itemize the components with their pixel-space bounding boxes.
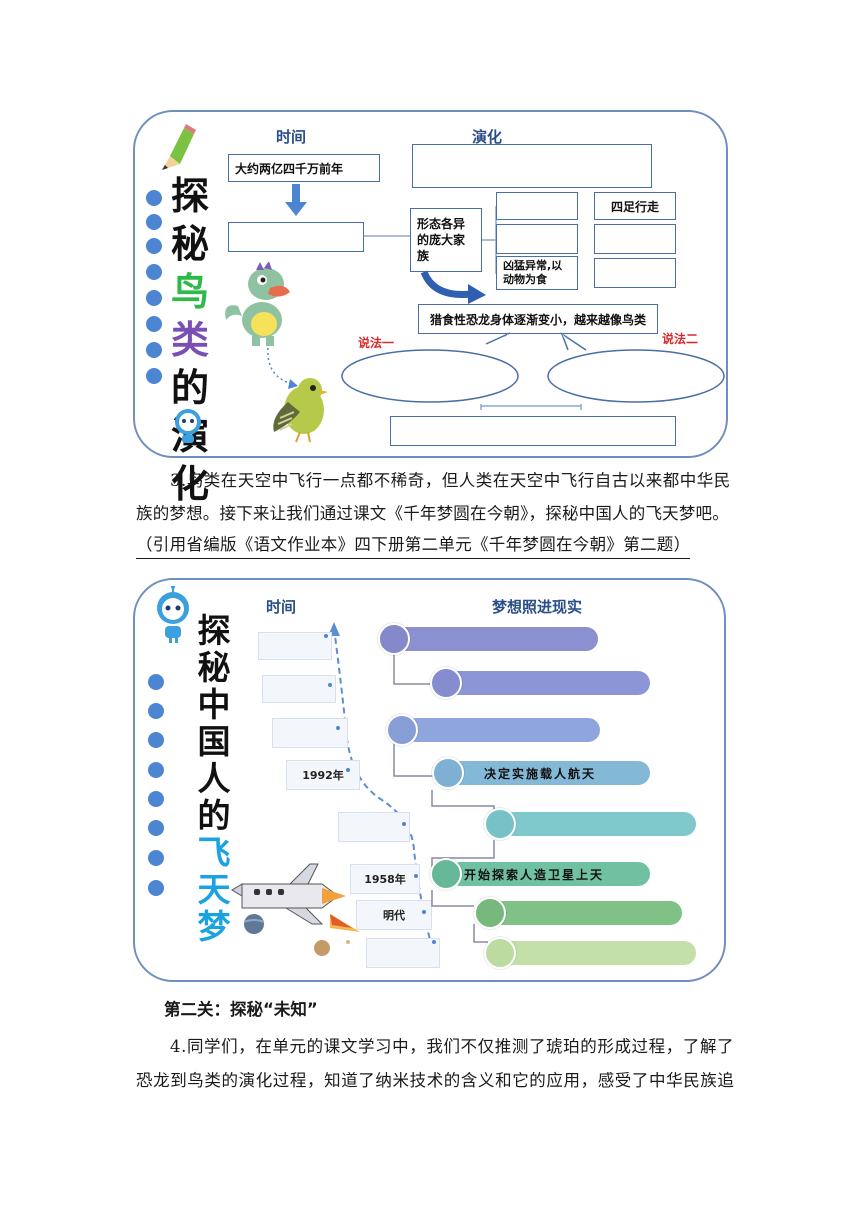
paragraph-3-citation: （引用省编版《语文作业本》四下册第二单元《千年梦圆在今朝》第二题） — [136, 532, 691, 559]
dream-answer-pill[interactable] — [394, 627, 598, 651]
feature-answer-box-3[interactable] — [594, 224, 676, 254]
pill-circle — [378, 623, 410, 655]
bullet-dot — [148, 703, 164, 719]
bullet-dot — [148, 791, 164, 807]
robot-mascot-icon — [157, 586, 189, 643]
paragraph-3-line-2: 族的梦想。接下来让我们通过课文《千年梦圆在今朝》，探秘中国人的飞天梦吧。 — [136, 504, 729, 523]
dinosaur-icon — [225, 262, 290, 346]
pill-circle — [386, 714, 418, 746]
bullet-dot — [146, 290, 162, 306]
bullet-dot — [148, 732, 164, 748]
section-title: 第二关：探秘“未知” — [164, 1000, 318, 1019]
conclusion-answer-box[interactable] — [390, 416, 676, 446]
header-dream-reality: 梦想照进现实 — [492, 598, 583, 616]
pill-circle — [474, 897, 506, 929]
feature-answer-box-2[interactable] — [496, 224, 578, 254]
connector-line — [364, 235, 412, 237]
time-1958-box: 1958年 — [350, 864, 420, 894]
time-answer-box[interactable] — [262, 675, 336, 703]
pill-circle — [430, 858, 462, 890]
time-ming-box: 明代 — [356, 900, 432, 930]
dream-answer-pill[interactable] — [404, 718, 600, 742]
time-1992-box: 1992年 — [286, 760, 360, 790]
family-box: 形态各异的庞大家族 — [410, 208, 482, 272]
bullet-dot — [148, 674, 164, 690]
bullet-dot — [146, 238, 162, 254]
pencil-icon — [162, 124, 196, 170]
fierce-box: 凶猛异常,以动物为食 — [496, 256, 578, 290]
bullet-dot — [148, 820, 164, 836]
arrow-down-icon — [285, 184, 307, 216]
time-answer-box[interactable] — [338, 812, 410, 842]
panel-title-vertical: 探 秘 鸟 类 的 演 化 — [170, 174, 209, 506]
bullet-dot — [148, 850, 164, 866]
bullet-dot — [146, 368, 162, 384]
dream-answer-pill[interactable] — [502, 812, 696, 836]
pill-circle — [430, 667, 462, 699]
pill-circle — [432, 757, 464, 789]
four-feet-box: 四足行走 — [594, 192, 676, 220]
bullet-dot — [146, 264, 162, 280]
pill-circle — [484, 937, 516, 969]
header-evolution: 演化 — [472, 128, 503, 146]
summary-box: 猎食性恐龙身体逐渐变小，越来越像鸟类 — [418, 304, 658, 334]
bullet-dot — [148, 762, 164, 778]
time-box-240m: 大约两亿四千万前年 — [228, 154, 380, 182]
header-time: 时间 — [266, 598, 297, 616]
speech-bubbles — [341, 332, 725, 410]
pill-circle — [484, 808, 516, 840]
evolution-answer-box[interactable] — [412, 144, 652, 188]
dotted-arrow — [267, 347, 298, 389]
bullet-dot — [146, 190, 162, 206]
dream-answer-pill[interactable] — [446, 671, 650, 695]
feature-answer-box-1[interactable] — [496, 192, 578, 220]
curved-arrow-icon — [420, 270, 486, 304]
dream-answer-pill[interactable] — [500, 941, 696, 965]
feature-answer-box-4[interactable] — [594, 258, 676, 288]
paragraph-4-line-1: 4.同学们，在单元的课文学习中，我们不仅推测了琥珀的形成过程，了解了 — [170, 1037, 735, 1056]
panel-title-vertical: 探 秘 中 国 人 的 飞 天 梦 — [197, 611, 231, 946]
space-shuttle-icon — [231, 863, 360, 956]
paragraph-4-line-2: 恐龙到鸟类的演化过程，知道了纳米技术的含义和它的应用，感受了中华民族追 — [136, 1071, 735, 1090]
dream-satellite-pill: 开始探索人造卫星上天 — [448, 862, 650, 886]
bullet-dot — [146, 342, 162, 358]
bullet-dot — [148, 880, 164, 896]
time-answer-box[interactable] — [272, 718, 348, 748]
bullet-dot — [146, 214, 162, 230]
paragraph-3-line-1: 3.鸟类在天空中飞行一点都不稀奇，但人类在天空中飞行自古以来都中华民 — [170, 471, 731, 490]
time-answer-box[interactable] — [258, 632, 332, 660]
bird-icon — [273, 378, 328, 443]
header-time: 时间 — [276, 128, 307, 146]
dream-answer-pill[interactable] — [490, 901, 682, 925]
robot-mascot-icon — [175, 409, 201, 443]
timeline-dots — [324, 634, 436, 944]
dream-manned-pill: 决定实施载人航天 — [448, 761, 650, 785]
time-answer-box[interactable] — [366, 938, 440, 968]
bullet-dot — [146, 316, 162, 332]
time-answer-box[interactable] — [228, 222, 364, 252]
theory-two-label: 说法二 — [662, 332, 699, 346]
theory-one-label: 说法一 — [358, 336, 395, 350]
